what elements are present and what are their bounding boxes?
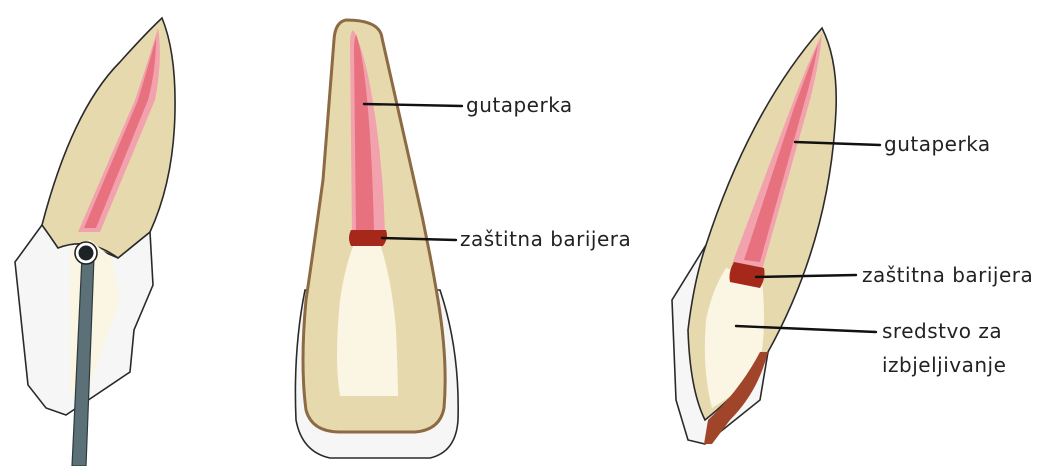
label-bleaching-agent-line1: sredstvo za: [882, 319, 1002, 343]
label-gutta-percha-1: gutaperka: [466, 93, 573, 117]
tooth-access-opening: [15, 18, 175, 466]
tooth-bleaching-side: [672, 28, 836, 444]
label-gutta-percha-2: gutaperka: [884, 132, 991, 156]
label-protective-barrier-2: zaštitna barijera: [862, 263, 1033, 287]
label-bleaching-agent-line2: izbjeljivanje: [882, 353, 1006, 377]
label-protective-barrier-1: zaštitna barijera: [460, 227, 631, 251]
